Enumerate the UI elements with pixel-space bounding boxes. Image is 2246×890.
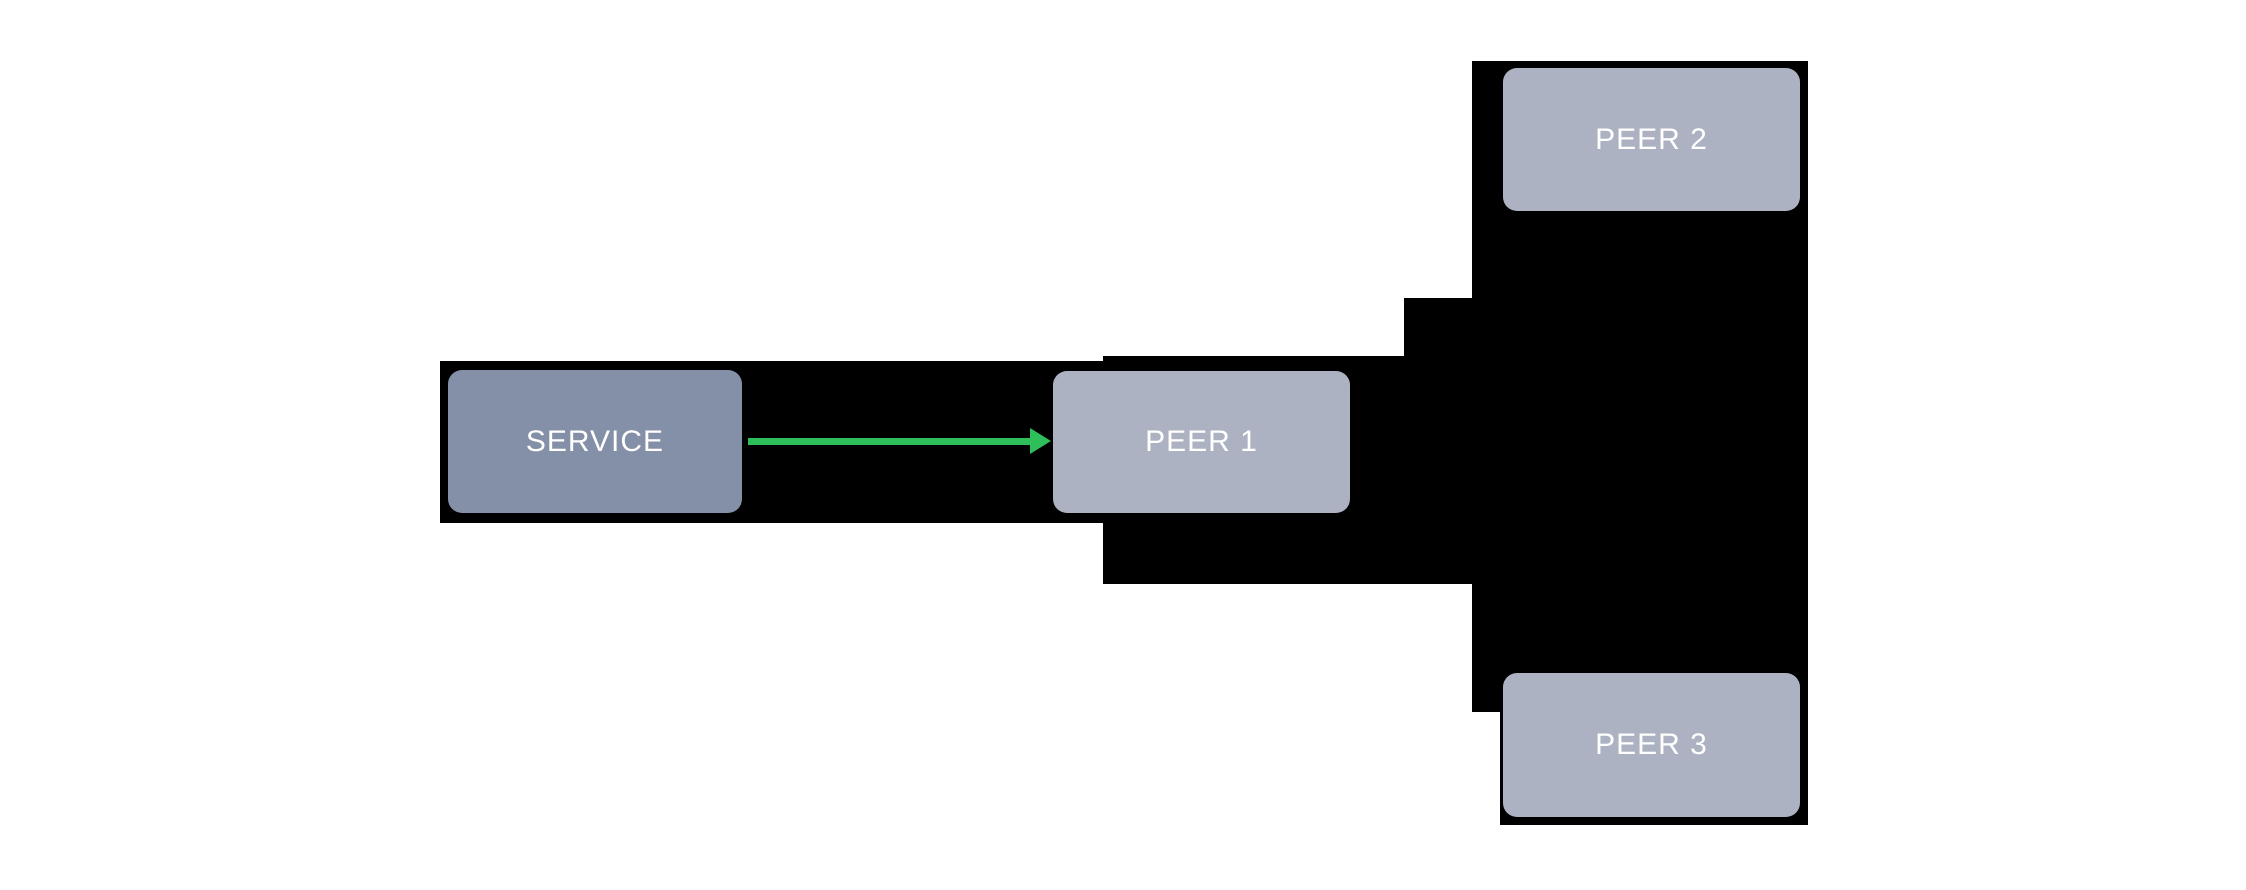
service-to-peer1-arrow-shaft [748, 438, 1034, 445]
peer-2-node: PEER 2 [1503, 68, 1800, 211]
service-to-peer1-arrowhead-icon [1030, 428, 1051, 454]
peer-2-node-label: PEER 2 [1595, 122, 1708, 156]
peer-3-node-label: PEER 3 [1595, 728, 1708, 761]
connector-region-step [1404, 298, 1472, 358]
service-node-label: SERVICE [525, 424, 665, 458]
peer-1-node-label: PEER 1 [1145, 425, 1258, 458]
peer-1-node: PEER 1 [1053, 371, 1350, 513]
peer-3-node: PEER 3 [1503, 673, 1800, 817]
service-node: SERVICE [448, 370, 742, 513]
